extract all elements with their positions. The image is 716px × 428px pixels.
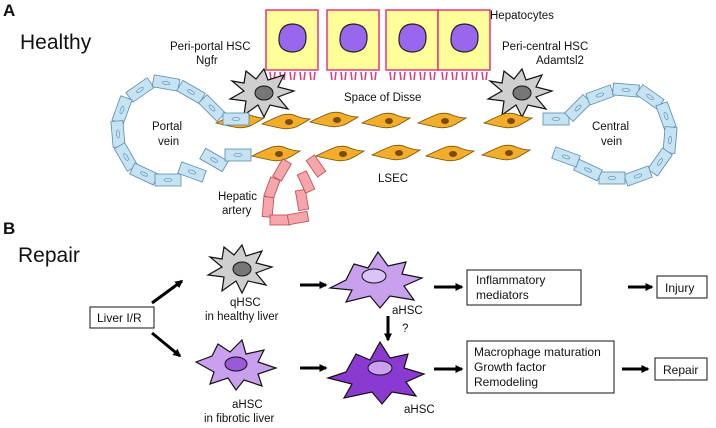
- portal-vein-label-1: Portal: [152, 121, 182, 133]
- inflammatory-box: [466, 269, 582, 306]
- injury-label: Injury: [665, 281, 694, 295]
- panel-b: B Repair Liver I/R qHSC in healthy liver…: [3, 219, 708, 425]
- adamtsl2-label: Adamtsl2: [536, 55, 584, 67]
- hepatocytes-label: Hepatocytes: [490, 10, 554, 22]
- hepatocyte-3: [385, 9, 439, 81]
- periportal-hsc-label: Peri-portal HSC: [170, 41, 251, 53]
- macrophage-box: [466, 340, 615, 394]
- pericentral-hsc-cell: [487, 68, 553, 118]
- arrow-ir-to-qhsc: [151, 279, 184, 305]
- ahsc-top-label: aHSC: [392, 305, 423, 317]
- hepatic-artery: [261, 154, 327, 226]
- hepatocyte-2: [326, 9, 380, 81]
- central-vein: [542, 82, 678, 187]
- central-vein-label-2: vein: [601, 136, 622, 148]
- panel-a-letter: A: [3, 1, 15, 20]
- panel-b-letter: B: [3, 219, 15, 238]
- portal-vein-label-2: vein: [158, 136, 179, 148]
- inflammatory-label-2: mediators: [476, 288, 529, 302]
- ngfr-label: Ngfr: [196, 55, 218, 67]
- hepatocyte-row: [265, 9, 491, 81]
- hepatic-artery-label-2: artery: [222, 205, 252, 217]
- hepatocyte-1: [265, 9, 319, 81]
- inflammatory-label-1: Inflammatory: [476, 273, 545, 287]
- hepatocyte-4: [437, 9, 491, 81]
- macrophage-label-2: Growth factor: [474, 360, 546, 374]
- space-of-disse-label: Space of Disse: [344, 92, 421, 104]
- pericentral-hsc-label: Peri-central HSC: [502, 41, 588, 53]
- hepatic-artery-label-1: Hepatic: [218, 191, 257, 203]
- macrophage-label-1: Macrophage maturation: [474, 345, 601, 359]
- qhsc-label-1: qHSC: [230, 297, 261, 309]
- panel-a: A Healthy Hepatocytes Peri-portal HSC Ng…: [3, 1, 678, 226]
- injury-box: [656, 275, 708, 299]
- liver-ir-box: [89, 306, 155, 329]
- ahsc-bottom-cell: [325, 340, 426, 405]
- panel-b-heading: Repair: [18, 244, 80, 267]
- lsec-label: LSEC: [378, 173, 408, 185]
- ahsc-fibrotic-label-1: aHSC: [232, 399, 263, 411]
- question-mark: ?: [402, 323, 408, 335]
- arrow-ir-to-fibrotic: [151, 331, 182, 358]
- lsec-row-bottom: [251, 144, 531, 162]
- ahsc-bottom-label: aHSC: [404, 404, 435, 416]
- ahsc-fibrotic-cell: [194, 338, 278, 392]
- repair-box: [654, 357, 708, 381]
- macrophage-label-3: Remodeling: [474, 375, 538, 389]
- qhsc-cell: [207, 244, 273, 294]
- liver-ir-label: Liver I/R: [97, 311, 142, 325]
- ahsc-top-cell: [327, 250, 424, 309]
- ahsc-fibrotic-label-2: in fibrotic liver: [204, 413, 274, 425]
- qhsc-label-2: in healthy liver: [205, 311, 279, 323]
- periportal-hsc-cell: [229, 68, 295, 118]
- repair-label: Repair: [663, 363, 698, 377]
- panel-a-heading: Healthy: [20, 31, 92, 54]
- central-vein-label-1: Central: [592, 121, 629, 133]
